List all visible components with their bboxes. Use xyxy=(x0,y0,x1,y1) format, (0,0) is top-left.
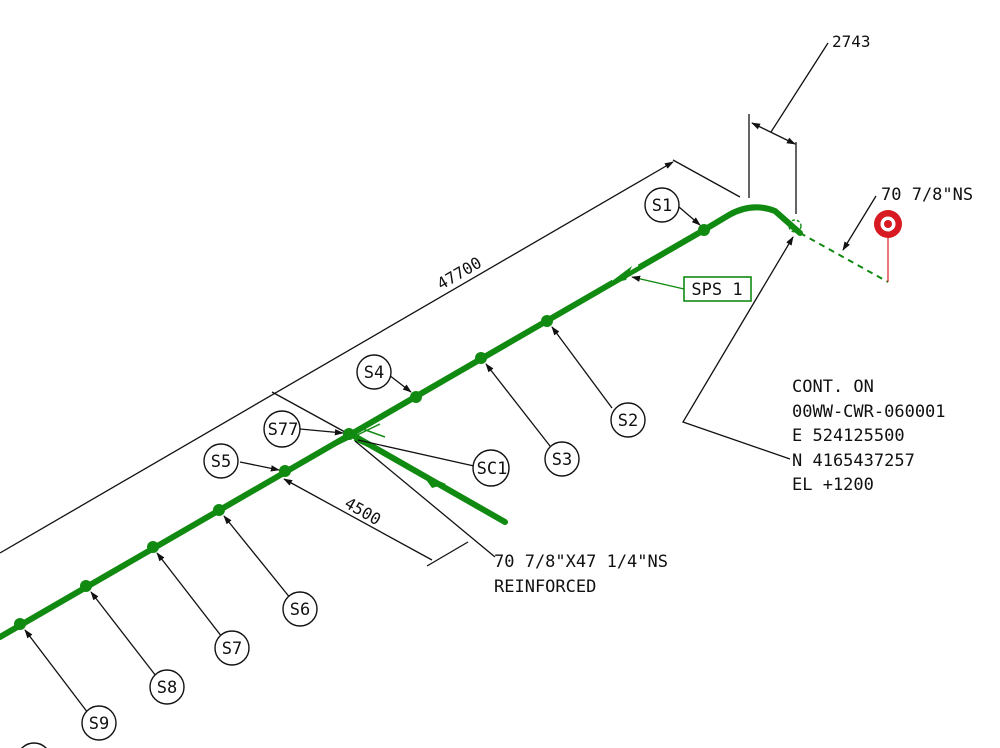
balloon-circle xyxy=(472,449,510,487)
support-point-s2 xyxy=(541,315,553,327)
leader-s8 xyxy=(90,591,157,677)
leader-branch-callout xyxy=(354,440,496,558)
dimension-text-overall: 47700 xyxy=(434,253,485,294)
balloon-circle xyxy=(203,443,239,479)
support-point-s7 xyxy=(147,541,159,553)
balloon-partial xyxy=(20,742,48,748)
balloon-circle xyxy=(149,669,185,705)
continuation-dashed-pipe xyxy=(799,232,889,283)
balloon-circle-partial xyxy=(20,742,48,748)
leader-s3 xyxy=(485,363,551,447)
dimension-text-elbow: 2743 xyxy=(832,32,871,51)
balloon-label: S3 xyxy=(552,450,572,470)
branch-callout: 70 7/8"X47 1/4"NS REINFORCED xyxy=(494,552,668,597)
continuation-note-line1: CONT. ON xyxy=(792,377,874,397)
balloon-s1[interactable]: S1 xyxy=(644,187,680,223)
branch-callout-line2: REINFORCED xyxy=(494,577,596,597)
continuation-leader-line xyxy=(682,236,794,460)
support-point-s9 xyxy=(14,618,26,630)
balloon-label: S77 xyxy=(268,420,299,440)
extension-line-top xyxy=(672,159,741,198)
balloon-s77[interactable]: S77 xyxy=(263,410,301,448)
leader-s5 xyxy=(239,461,280,472)
balloon-label: S9 xyxy=(89,714,109,734)
spool-tag[interactable]: SPS 1 xyxy=(631,275,752,302)
leader-s4 xyxy=(388,374,412,393)
balloon-s3[interactable]: S3 xyxy=(544,441,580,477)
balloon-s5[interactable]: S5 xyxy=(203,443,239,479)
support-points xyxy=(14,224,710,630)
support-point-s5 xyxy=(279,465,291,477)
balloon-label: S6 xyxy=(290,600,310,620)
support-point-s8 xyxy=(80,580,92,592)
continuation-note-line4: N 4165437257 xyxy=(792,451,915,471)
support-point-s77 xyxy=(343,428,355,440)
pipe-size-callout: 70 7/8"NS xyxy=(842,185,973,251)
branch-callout-line1: 70 7/8"X47 1/4"NS xyxy=(494,552,668,572)
balloon-sc1[interactable]: SC1 xyxy=(472,449,510,487)
pipe-size-leader xyxy=(842,195,877,251)
balloon-s2[interactable]: S2 xyxy=(610,402,646,438)
continuation-note-line3: E 524125500 xyxy=(792,426,905,446)
leader-s2 xyxy=(551,326,613,409)
balloon-s6[interactable]: S6 xyxy=(282,591,318,627)
continuation-leader xyxy=(682,236,794,460)
spool-tag-box xyxy=(683,276,752,302)
balloon-s9[interactable]: S9 xyxy=(81,705,117,741)
balloon-s7[interactable]: S7 xyxy=(214,630,250,666)
balloon-label: SC1 xyxy=(477,459,508,479)
support-leaders xyxy=(24,206,701,714)
continuation-note-line5: EL +1200 xyxy=(792,475,874,495)
dimension-line-overall xyxy=(0,161,674,554)
end-connection-circle xyxy=(788,219,802,233)
dimension-line-branch xyxy=(283,478,433,561)
main-pipe xyxy=(0,204,889,640)
marker-center xyxy=(884,220,892,228)
leader-s1 xyxy=(678,206,701,226)
balloon-label: S8 xyxy=(157,678,177,698)
balloon-label: S4 xyxy=(364,363,384,383)
balloon-circle xyxy=(263,410,301,448)
support-balloons: S1 S2 S3 S4 S77 S5 S6 S7 xyxy=(20,187,680,748)
spool-tag-leader xyxy=(631,275,685,290)
support-point-s3 xyxy=(475,352,487,364)
continuation-note-line2[interactable]: 00WW-CWR-060001 xyxy=(792,402,946,422)
leader-s77 xyxy=(299,428,344,436)
branch-flow-arrow-icon xyxy=(422,474,446,488)
flow-arrow-icon xyxy=(608,266,632,284)
balloon-circle xyxy=(644,187,680,223)
spool-tag-label: SPS 1 xyxy=(691,280,742,300)
extension-line-branch xyxy=(426,541,469,567)
leader-sc1 xyxy=(357,439,475,467)
target-marker-icon[interactable] xyxy=(874,210,902,282)
balloon-label: S1 xyxy=(652,196,672,216)
support-point-s1 xyxy=(698,224,710,236)
pipe-size-text: 70 7/8"NS xyxy=(881,185,973,205)
balloon-circle xyxy=(214,630,250,666)
balloon-circle xyxy=(81,705,117,741)
support-point-s6 xyxy=(213,504,225,516)
leader-s6 xyxy=(223,515,292,600)
main-pipe-run xyxy=(0,204,803,640)
dimension-text-branch: 4500 xyxy=(341,493,384,529)
leader-s9 xyxy=(24,629,89,714)
balloon-circle xyxy=(544,441,580,477)
leader-s7 xyxy=(156,552,223,638)
support-point-s4 xyxy=(410,391,422,403)
continuation-note: CONT. ON 00WW-CWR-060001 E 524125500 N 4… xyxy=(792,377,946,495)
balloon-circle xyxy=(610,402,646,438)
balloon-label: S5 xyxy=(211,452,231,472)
balloon-circle xyxy=(356,354,392,390)
balloon-label: S2 xyxy=(618,411,638,431)
balloon-s4[interactable]: S4 xyxy=(356,354,392,390)
balloon-label: S7 xyxy=(222,639,242,659)
balloon-circle xyxy=(282,591,318,627)
dimension-elbow-offset xyxy=(748,42,829,214)
dimension-line-elbow xyxy=(751,122,796,145)
leader-elbow-dimension xyxy=(770,42,829,133)
dimension-branch-offset xyxy=(283,478,469,567)
balloon-s8[interactable]: S8 xyxy=(149,669,185,705)
